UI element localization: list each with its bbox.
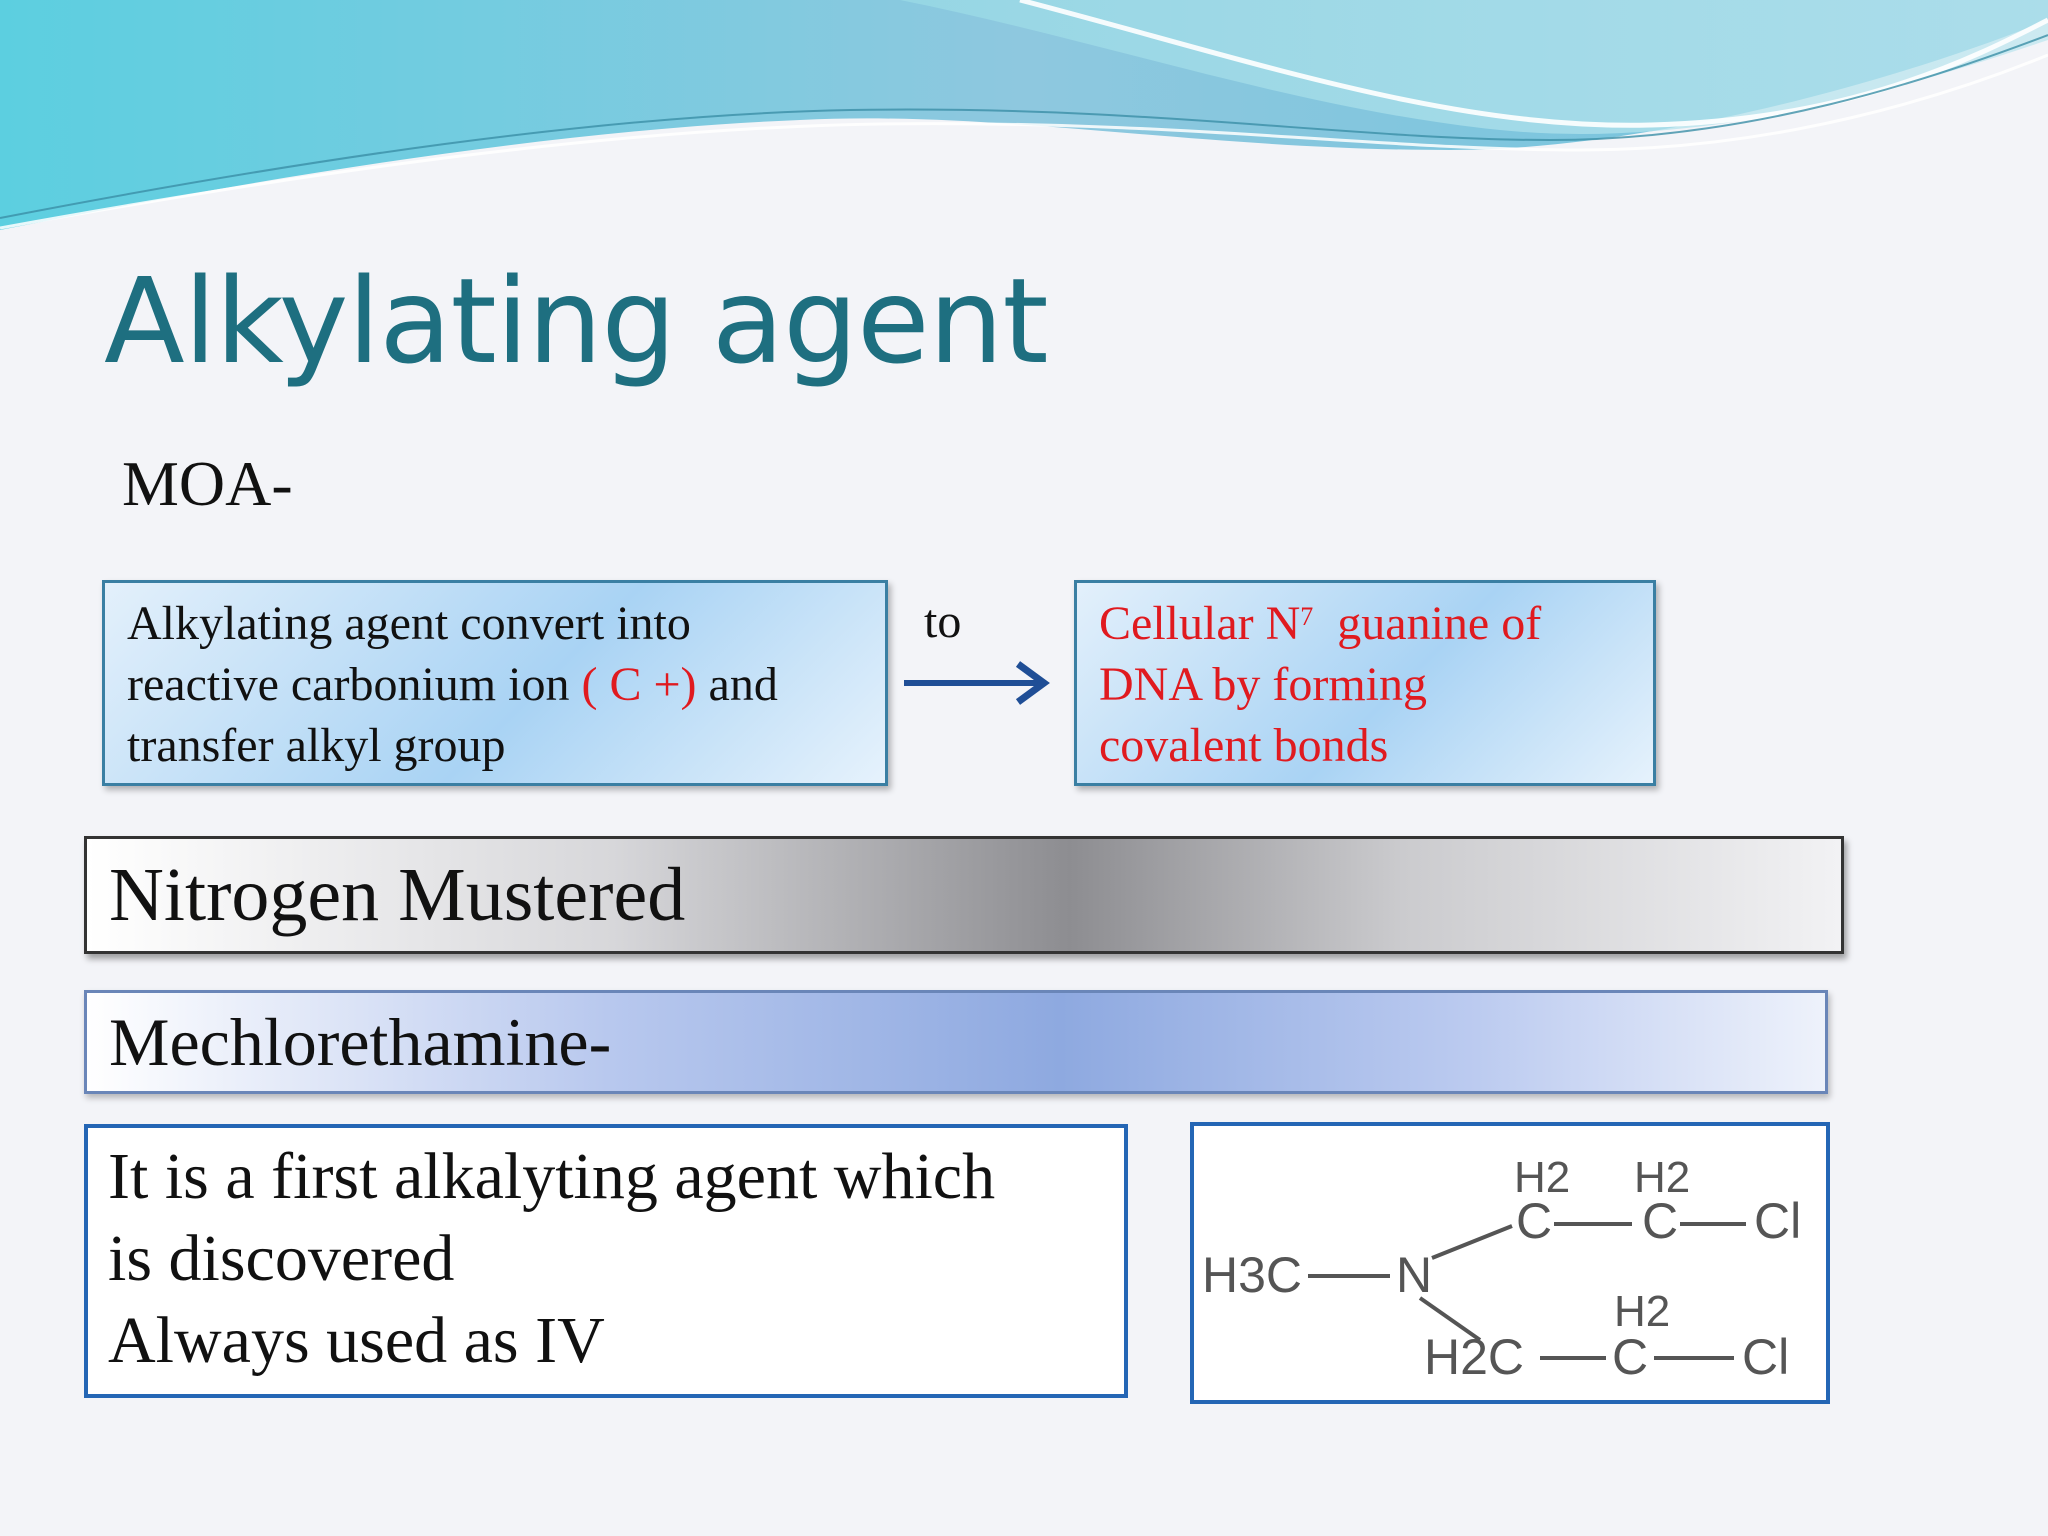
structure-c-top-2: C bbox=[1642, 1193, 1678, 1249]
mechanism-step-box: Alkylating agent convert into reactive c… bbox=[102, 580, 888, 786]
drug-name-band: Mechlorethamine- bbox=[84, 990, 1828, 1094]
structure-h2-bottom: H2 bbox=[1614, 1287, 1670, 1336]
chemical-structure-diagram: H2 H2 C C Cl H3C N H2 H2C C Cl bbox=[1202, 1153, 1801, 1385]
header-wave-decoration bbox=[0, 0, 2048, 230]
mechanism-line-2: reactive carbonium ion ( C +) and bbox=[127, 654, 863, 715]
structure-h2-top-2: H2 bbox=[1634, 1153, 1690, 1202]
description-box: It is a first alkalyting agent which is … bbox=[84, 1124, 1128, 1398]
structure-cl-bottom: Cl bbox=[1742, 1329, 1789, 1385]
connector-label: to bbox=[924, 595, 962, 648]
mechanism-line-1: Alkylating agent convert into bbox=[127, 597, 691, 650]
description-line-1: It is a first alkalyting agent which bbox=[108, 1140, 996, 1213]
description-line-3: Always used as IV bbox=[108, 1304, 605, 1377]
structure-ch3: H3C bbox=[1202, 1247, 1302, 1303]
structure-c-bottom: C bbox=[1612, 1329, 1648, 1385]
structure-nitrogen: N bbox=[1396, 1247, 1432, 1303]
mechanism-line-2-post: and bbox=[696, 658, 778, 711]
moa-label: MOA- bbox=[122, 448, 293, 519]
target-box: Cellular N7 guanine of DNA by forming co… bbox=[1074, 580, 1656, 786]
target-line-1-pre: Cellular N bbox=[1099, 597, 1301, 650]
right-arrow-icon bbox=[904, 661, 1050, 705]
structure-ch2-bottom: H2C bbox=[1424, 1329, 1524, 1385]
target-line-1: Cellular N7 guanine of bbox=[1099, 593, 1631, 654]
target-line-3: covalent bonds bbox=[1099, 719, 1389, 772]
n7-superscript: 7 bbox=[1300, 602, 1314, 631]
structure-cl-top: Cl bbox=[1754, 1193, 1801, 1249]
mechanism-line-2-pre: reactive carbonium ion bbox=[127, 658, 582, 711]
target-line-1-post: guanine of bbox=[1313, 597, 1542, 650]
mechanism-line-3: transfer alkyl group bbox=[127, 719, 506, 772]
structure-c-top-1: C bbox=[1516, 1193, 1552, 1249]
slide-title: Alkylating agent bbox=[104, 252, 1049, 390]
carbonium-ion-formula: ( C +) bbox=[581, 658, 697, 711]
description-line-2: is discovered bbox=[108, 1222, 455, 1295]
chemical-structure-box: H2 H2 C C Cl H3C N H2 H2C C Cl bbox=[1190, 1122, 1830, 1404]
target-line-2: DNA by forming bbox=[1099, 658, 1427, 711]
section-heading-band: Nitrogen Mustered bbox=[84, 836, 1844, 954]
structure-bonds bbox=[1308, 1222, 1746, 1360]
structure-h2-top-1: H2 bbox=[1514, 1153, 1570, 1202]
